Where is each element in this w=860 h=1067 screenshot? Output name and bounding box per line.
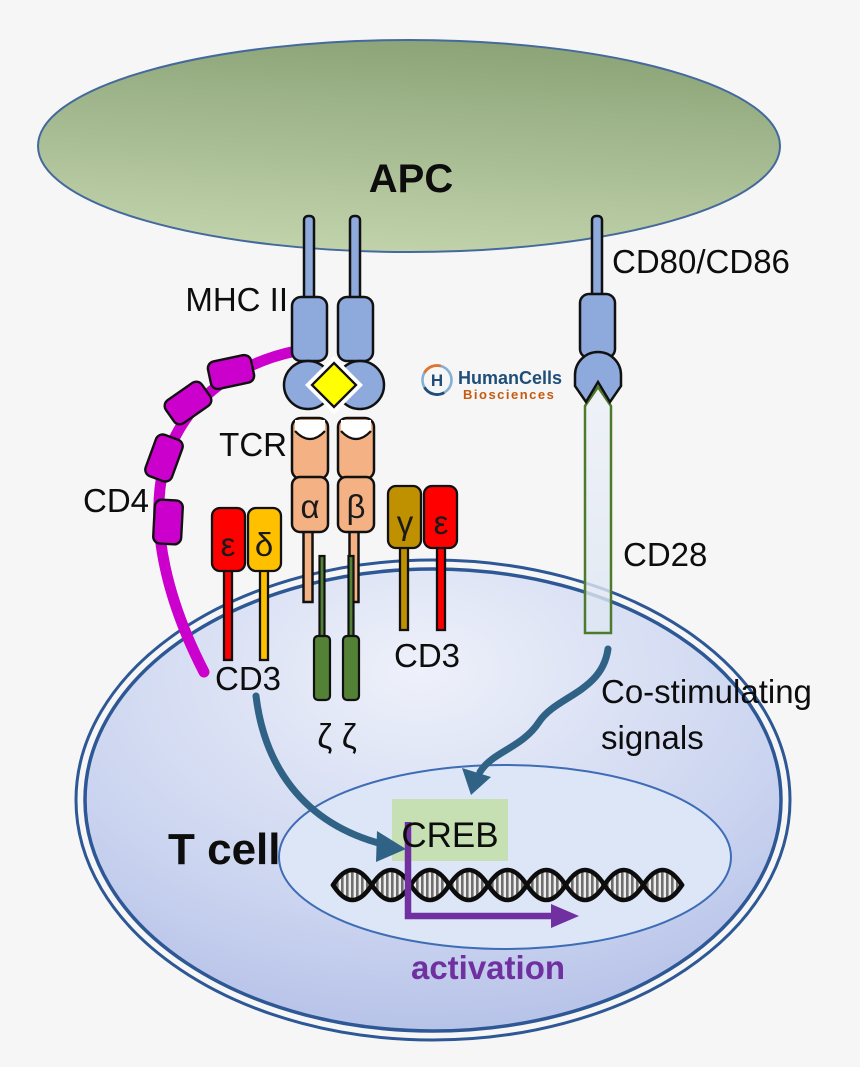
cd80-binding-head <box>573 350 623 405</box>
tcr-beta-notch-line <box>340 430 372 441</box>
cd3-signal-arrow-line <box>252 692 390 849</box>
apc-cell <box>37 39 781 253</box>
logo-monogram: H <box>431 371 443 390</box>
tcr-alpha-constant-domain <box>290 475 330 534</box>
zeta-domain <box>312 634 332 702</box>
zeta-letters: ζ ζ <box>317 718 356 756</box>
co-stimulating-label-line1: Co-stimulating <box>601 673 812 710</box>
cd3-left-label: CD3 <box>215 660 281 697</box>
cd4-domain-bead <box>206 353 256 391</box>
antigen-peptide <box>310 361 358 409</box>
activation-arrow-line <box>404 822 551 920</box>
tcr-beta-notch <box>341 420 371 439</box>
cd28-signal-arrow-head <box>462 768 491 795</box>
cd3-gamma-letter: γ <box>397 504 414 541</box>
mhc2-alpha-domain <box>290 295 329 363</box>
cd3-gamma-stalk <box>398 544 410 632</box>
co-stimulating-label-line2: signals <box>601 719 704 756</box>
cd3-epsilon-right-domain <box>422 484 459 550</box>
cd28-signal-arrow-line <box>476 645 612 776</box>
cd3-gamma-domain <box>386 484 423 550</box>
tcr-alpha-notch-line <box>294 430 326 441</box>
cd4-domain-bead <box>152 498 184 546</box>
activation-label: activation <box>411 949 565 986</box>
cd4-coreceptor <box>144 345 302 678</box>
cd4-domain-bead <box>144 433 184 483</box>
cd4-label: CD4 <box>83 482 149 519</box>
tcr-alpha-notch <box>295 420 325 439</box>
cd80-domain <box>578 292 617 360</box>
t-cell-label: T cell <box>168 825 281 874</box>
dna-helix <box>330 867 685 903</box>
creb-box <box>392 799 508 861</box>
cd3-epsilon-right-stalk <box>435 544 447 632</box>
mhc2-stalk <box>302 214 316 302</box>
dna-strand-2 <box>330 867 685 903</box>
mhc2-molecule <box>282 214 386 414</box>
cd3-epsilon-left-stalk <box>222 566 234 662</box>
tcr-beta-letter: β <box>347 488 366 525</box>
cd80-cd86-label: CD80/CD86 <box>612 243 790 280</box>
mhc2-beta-domain <box>336 295 375 363</box>
mhc2-stalk <box>348 214 362 302</box>
cd3-right-complex: γ ε <box>386 484 459 632</box>
zeta-domain <box>341 634 361 702</box>
dna-rungs <box>333 870 682 900</box>
t-cell-outer-membrane <box>74 558 792 1042</box>
tcr-alpha-stalk <box>302 526 314 604</box>
zeta-stalk <box>318 554 326 640</box>
cd28-receptor <box>583 384 613 635</box>
tcr-alpha-letter: α <box>300 488 319 525</box>
cd80-stalk <box>590 214 604 302</box>
dna-strand-1 <box>330 867 685 903</box>
mhc2-label: MHC II <box>185 281 288 318</box>
cd80-cd86-molecule <box>573 214 623 405</box>
logo-arc-orange <box>423 364 442 374</box>
cd28-label: CD28 <box>623 536 707 573</box>
cd3-right-label: CD3 <box>394 637 460 674</box>
activation-arrow-head <box>551 904 579 928</box>
apc-label: APC <box>369 157 453 201</box>
cd3-signal-arrow-head <box>376 831 406 862</box>
humancells-logo: H HumanCells Biosciences <box>421 364 562 402</box>
tcr-beta-constant-domain <box>336 475 376 534</box>
cd3-epsilon-right-letter: ε <box>434 504 449 541</box>
logo-arc-darkblue <box>423 386 445 396</box>
zeta-stalk <box>347 554 355 640</box>
cd3-left-complex: ε δ <box>210 506 283 662</box>
cd3-epsilon-left-letter: ε <box>221 526 236 563</box>
cd4-domain-bead <box>163 380 213 426</box>
cd3-delta-domain <box>246 506 283 573</box>
cd3-epsilon-left-domain <box>210 506 247 573</box>
creb-label: CREB <box>401 816 498 855</box>
tcr-label: TCR <box>219 426 287 463</box>
cd3-delta-letter: δ <box>255 526 273 563</box>
logo-name: HumanCells <box>458 368 562 388</box>
zeta-chains: ζ ζ <box>312 554 361 756</box>
logo-tagline: Biosciences <box>463 387 555 402</box>
cd3-delta-stalk <box>258 566 270 662</box>
